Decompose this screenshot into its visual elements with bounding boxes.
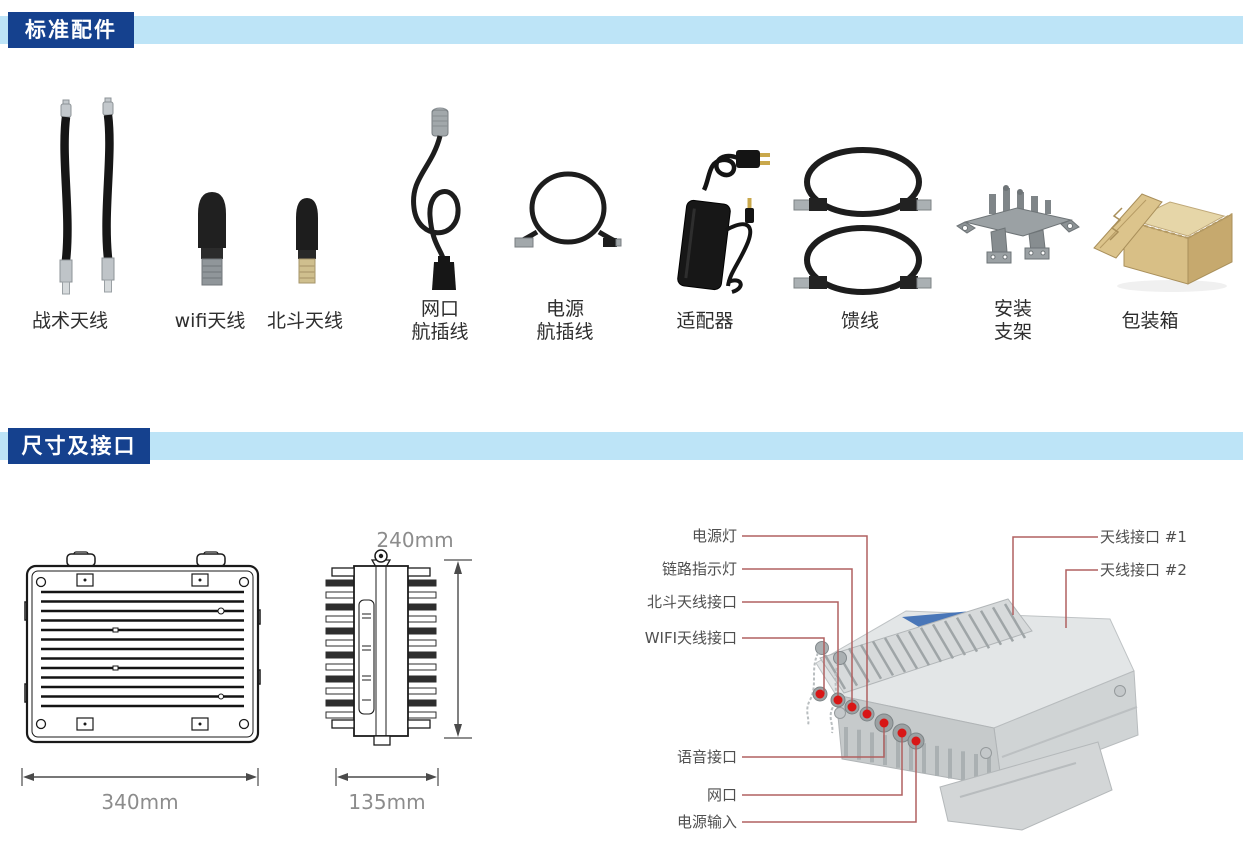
label-line: 航插线 <box>536 321 594 343</box>
accessory-label-power-cable: 电源 航插线 <box>517 297 613 345</box>
feeder-cable-image <box>793 147 932 295</box>
accessory-label-wifi-antenna: wifi天线 <box>165 297 255 345</box>
label-line: 包装箱 <box>1121 309 1179 332</box>
width-dimension-label: 340mm <box>101 790 179 814</box>
label-line: 北斗天线 <box>266 309 343 332</box>
mounting-bracket-image <box>956 185 1080 264</box>
label-line: 航插线 <box>411 321 469 343</box>
power-aviation-cable-image <box>514 171 622 248</box>
label-line: wifi天线 <box>174 309 246 332</box>
callout-voice-port: 语音接口 <box>676 748 737 766</box>
width-dimension-arrow <box>21 768 259 786</box>
label-line: 电源 <box>545 298 584 320</box>
accessories-section-title: 标准配件 <box>8 12 134 48</box>
accessory-label-tactical-antenna: 战术天线 <box>10 297 130 345</box>
label-line: 安装 <box>993 298 1032 320</box>
beidou-antenna-image <box>296 198 318 284</box>
callout-power-light: 电源灯 <box>691 527 737 545</box>
connector-dots <box>815 689 921 746</box>
accessories-header-strip <box>0 16 1243 44</box>
callout-network-port: 网口 <box>706 786 737 804</box>
tactical-antenna-image <box>59 97 115 295</box>
packing-box-image <box>1093 193 1233 292</box>
dimensions-header-strip <box>0 432 1243 460</box>
front-view-drawing <box>24 551 261 744</box>
callout-power-input: 电源输入 <box>676 813 737 831</box>
callout-wifi-antenna-port: WIFI天线接口 <box>644 629 737 647</box>
accessory-label-adapter: 适配器 <box>657 297 753 345</box>
depth-dimension-label: 135mm <box>348 790 426 814</box>
accessory-label-beidou-antenna: 北斗天线 <box>262 297 348 345</box>
side-view-drawing <box>325 549 472 746</box>
ethernet-aviation-cable-image <box>411 107 461 290</box>
label-line: 支架 <box>993 321 1032 343</box>
wifi-antenna-image <box>198 192 226 286</box>
label-line: 战术天线 <box>31 309 108 332</box>
accessory-label-bracket: 安装 支架 <box>965 297 1061 345</box>
accessory-label-ethernet-cable: 网口 航插线 <box>392 297 488 345</box>
accessory-label-packing-box: 包装箱 <box>1102 297 1198 345</box>
height-dimension-label: 240mm <box>376 528 454 552</box>
callout-beidou-antenna-port: 北斗天线接口 <box>646 593 737 611</box>
accessory-label-feeder: 馈线 <box>812 297 908 345</box>
callout-link-indicator: 链路指示灯 <box>661 560 737 578</box>
height-dimension-arrow <box>444 559 472 739</box>
callout-lines <box>742 535 1098 823</box>
label-line: 适配器 <box>676 309 734 332</box>
dimensions-section-title: 尺寸及接口 <box>8 428 150 464</box>
label-line: 馈线 <box>840 309 879 332</box>
callout-antenna-port-1: 天线接口 #1 <box>1100 528 1187 546</box>
adapter-image <box>677 150 770 294</box>
callout-antenna-port-2: 天线接口 #2 <box>1100 561 1187 579</box>
device-photo <box>742 535 1139 831</box>
depth-dimension-arrow <box>335 768 439 786</box>
label-line: 网口 <box>420 298 459 320</box>
